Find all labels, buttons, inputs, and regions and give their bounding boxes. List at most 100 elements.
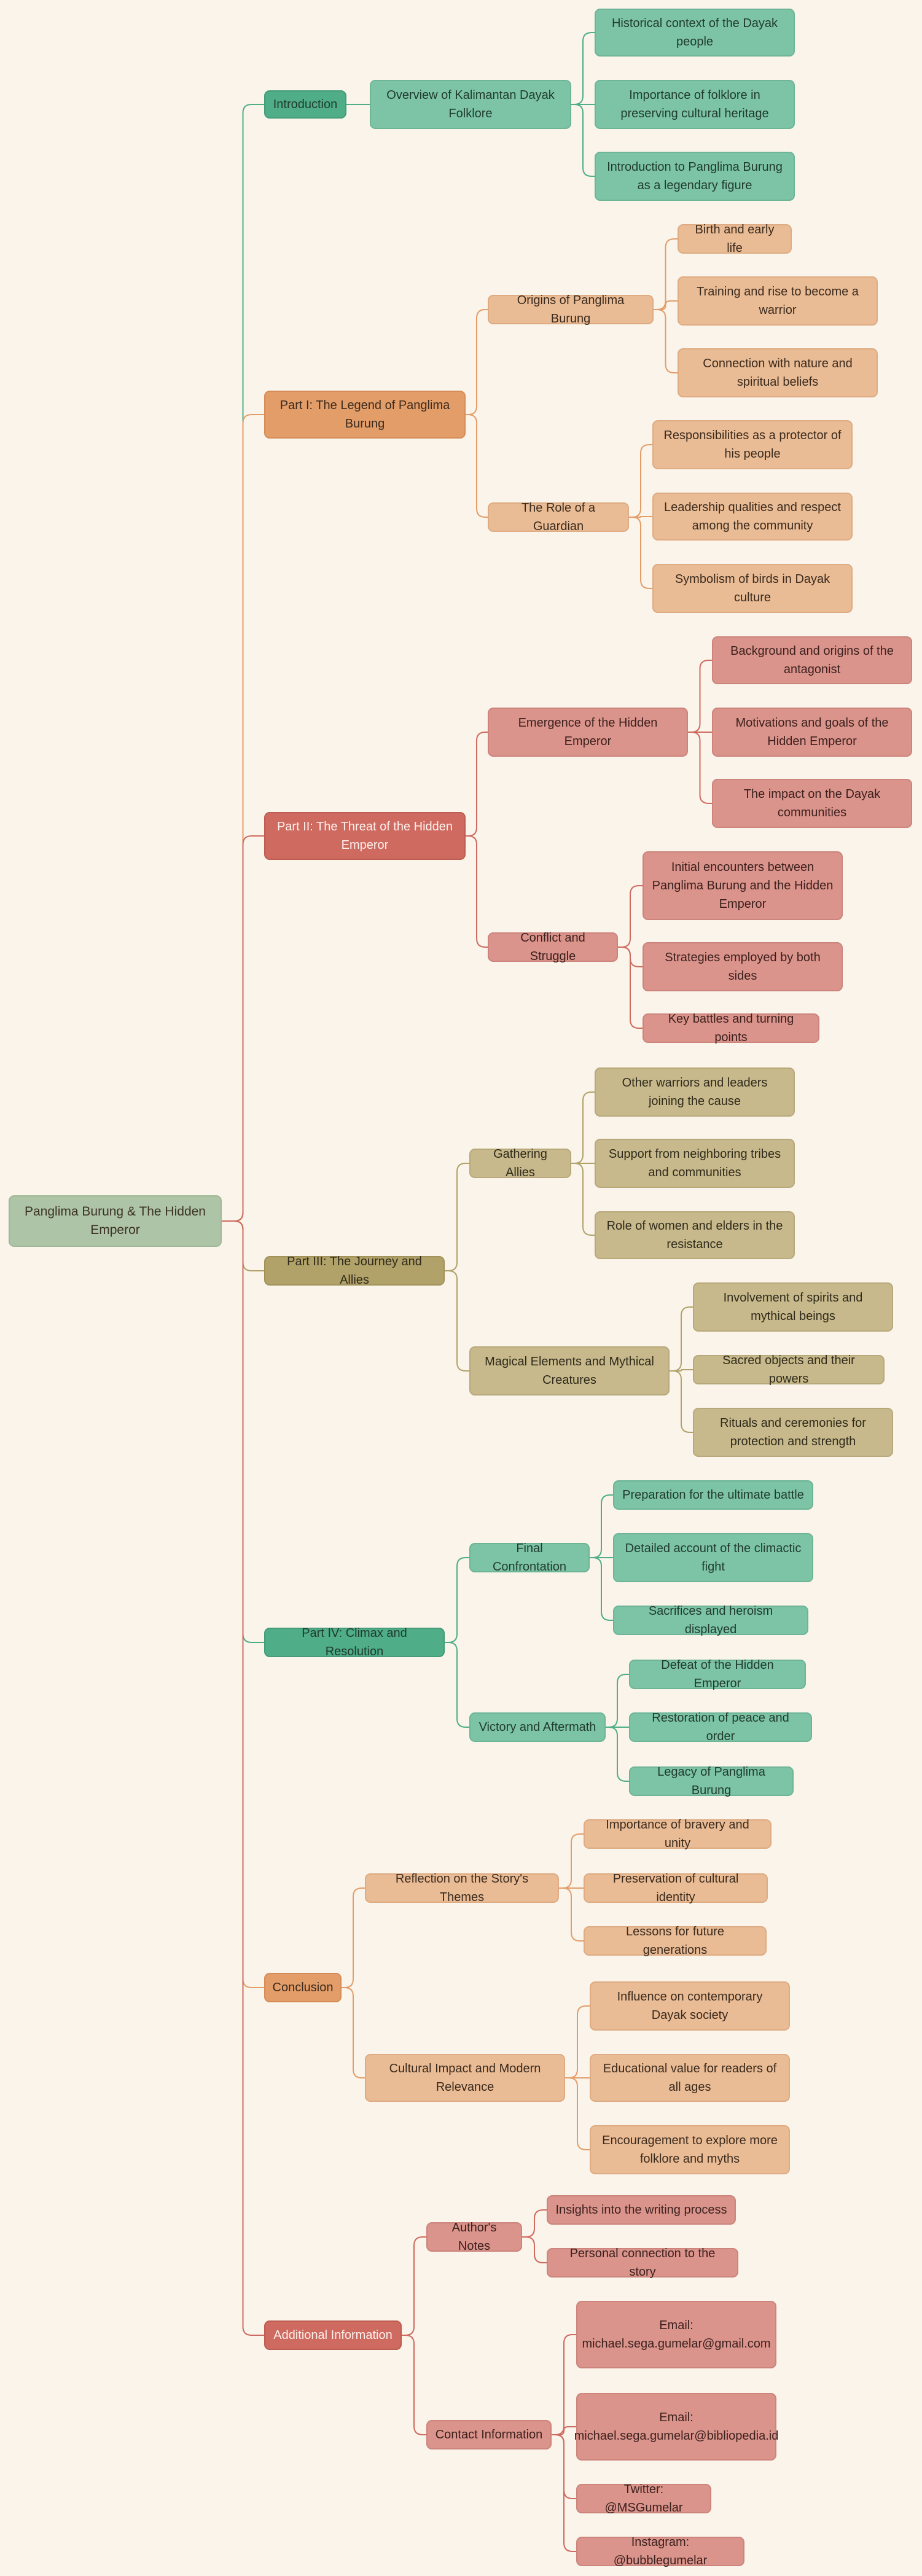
leaf-preparation[interactable]: Preparation for the ultimate battle	[613, 1480, 813, 1510]
topic-introduction[interactable]: Introduction	[264, 90, 346, 119]
subtopic-conflict[interactable]: Conflict and Struggle	[488, 931, 618, 963]
leaf-key-battles[interactable]: Key battles and turning points	[643, 1012, 819, 1044]
leaf-training[interactable]: Training and rise to become a warrior	[678, 276, 878, 326]
connector-leaf-sacrifices	[590, 1557, 613, 1621]
subtopic-victory[interactable]: Victory and Aftermath	[469, 1712, 606, 1742]
leaf-legacy[interactable]: Legacy of Panglima Burung	[629, 1765, 794, 1797]
leaf-explore-folklore[interactable]: Encouragement to explore more folklore a…	[590, 2125, 790, 2174]
connector-leaf-other-warriors	[571, 1091, 595, 1164]
leaf-nature[interactable]: Connection with nature and spiritual bel…	[678, 348, 878, 397]
topic-additional-info[interactable]: Additional Information	[264, 2320, 402, 2350]
contact-email-gmail[interactable]: Email: michael.sega.gumelar@gmail.com	[576, 2301, 776, 2368]
connector-contact-email-gmail	[552, 2334, 576, 2435]
leaf-cultural-identity[interactable]: Preservation of cultural identity	[584, 1872, 768, 1904]
subtopic-gathering[interactable]: Gathering Allies	[469, 1147, 571, 1179]
leaf-defeat[interactable]: Defeat of the Hidden Emperor	[629, 1658, 806, 1690]
connector-subtopic-final-confrontation	[445, 1557, 469, 1643]
connector-leaf-antagonist-origins	[688, 660, 712, 733]
subtopic-emergence[interactable]: Emergence of the Hidden Emperor	[488, 708, 688, 757]
connector-leaf-defeat	[606, 1674, 629, 1728]
connector-leaf-spirits	[670, 1306, 693, 1372]
leaf-leadership[interactable]: Leadership qualities and respect among t…	[652, 493, 853, 541]
connector-leaf-preparation	[590, 1494, 613, 1558]
leaf-symbolism-birds[interactable]: Symbolism of birds in Dayak culture	[652, 564, 853, 613]
subtopic-cultural-impact[interactable]: Cultural Impact and Modern Relevance	[365, 2054, 565, 2102]
connector-leaf-bravery-unity	[559, 1833, 584, 1889]
connector-leaf-training	[654, 300, 678, 310]
leaf-bravery-unity[interactable]: Importance of bravery and unity	[584, 1818, 772, 1850]
connector-leaf-lessons	[559, 1887, 584, 1942]
connector-subtopic-magical	[445, 1270, 469, 1372]
subtopic-guardian[interactable]: The Role of a Guardian	[488, 501, 629, 533]
connector-leaf-historical-context	[571, 32, 595, 105]
connector-leaf-explore-folklore	[565, 2077, 590, 2150]
connector-subtopic-victory	[445, 1642, 469, 1728]
leaf-impact-communities[interactable]: The impact on the Dayak communities	[712, 779, 912, 828]
leaf-rituals[interactable]: Rituals and ceremonies for protection an…	[693, 1408, 893, 1457]
topic-part-4[interactable]: Part IV: Climax and Resolution	[264, 1626, 445, 1658]
connector-leaf-key-battles	[618, 946, 643, 1029]
leaf-intro-panglima[interactable]: Introduction to Panglima Burung as a leg…	[595, 152, 795, 201]
topic-part-1[interactable]: Part I: The Legend of Panglima Burung	[264, 391, 466, 439]
connector-subtopic-guardian	[466, 414, 488, 518]
connector-subtopic-cultural-impact	[342, 1987, 365, 2078]
leaf-neighboring-tribes[interactable]: Support from neighboring tribes and comm…	[595, 1139, 795, 1188]
subtopic-reflection[interactable]: Reflection on the Story's Themes	[365, 1872, 559, 1904]
subtopic-final-confrontation[interactable]: Final Confrontation	[469, 1542, 590, 1574]
connector-contact-email-bibliopedia	[552, 2426, 576, 2435]
connector-leaf-writing-process	[522, 2209, 547, 2238]
subtopic-authors-notes[interactable]: Author's Notes	[426, 2221, 522, 2253]
connector-subtopic-emergence	[466, 732, 488, 837]
subtopic-origins[interactable]: Origins of Panglima Burung	[488, 294, 654, 326]
leaf-educational[interactable]: Educational value for readers of all age…	[590, 2054, 790, 2102]
leaf-importance-folklore[interactable]: Importance of folklore in preserving cul…	[595, 80, 795, 129]
topic-part-3[interactable]: Part III: The Journey and Allies	[264, 1255, 445, 1287]
leaf-lessons[interactable]: Lessons for future generations	[584, 1925, 767, 1957]
leaf-women-elders[interactable]: Role of women and elders in the resistan…	[595, 1211, 795, 1259]
topic-conclusion[interactable]: Conclusion	[264, 1973, 342, 2002]
connector-leaf-nature	[654, 309, 678, 373]
connector-leaf-intro-panglima	[571, 104, 595, 177]
leaf-writing-process[interactable]: Insights into the writing process	[547, 2195, 736, 2225]
topic-part-2[interactable]: Part II: The Threat of the Hidden Empero…	[264, 812, 466, 860]
connector-leaf-legacy	[606, 1727, 629, 1782]
leaf-other-warriors[interactable]: Other warriors and leaders joining the c…	[595, 1067, 795, 1117]
leaf-historical-context[interactable]: Historical context of the Dayak people	[595, 9, 795, 57]
connector-leaf-responsibilities	[629, 444, 652, 518]
connector-subtopic-gathering	[445, 1163, 469, 1271]
leaf-spirits[interactable]: Involvement of spirits and mythical bein…	[693, 1282, 893, 1332]
contact-twitter[interactable]: Twitter: @MSGumelar	[576, 2483, 711, 2515]
connector-contact-instagram	[552, 2434, 576, 2552]
leaf-antagonist-origins[interactable]: Background and origins of the antagonist	[712, 636, 912, 684]
contact-instagram[interactable]: Instagram: @bubblegumelar	[576, 2535, 744, 2567]
leaf-contemporary[interactable]: Influence on contemporary Dayak society	[590, 1981, 790, 2031]
connector-subtopic-conflict	[466, 835, 488, 948]
leaf-initial-encounters[interactable]: Initial encounters between Panglima Buru…	[643, 851, 843, 920]
connector-leaf-women-elders	[571, 1163, 595, 1236]
connector-leaf-contemporary	[565, 2005, 590, 2078]
leaf-restoration[interactable]: Restoration of peace and order	[629, 1711, 812, 1743]
leaf-strategies[interactable]: Strategies employed by both sides	[643, 942, 843, 991]
root-node[interactable]: Panglima Burung & The Hidden Emperor	[9, 1195, 222, 1247]
leaf-sacrifices[interactable]: Sacrifices and heroism displayed	[613, 1604, 808, 1636]
subtopic-magical[interactable]: Magical Elements and Mythical Creatures	[469, 1346, 670, 1395]
leaf-responsibilities[interactable]: Responsibilities as a protector of his p…	[652, 420, 853, 469]
leaf-motivations[interactable]: Motivations and goals of the Hidden Empe…	[712, 708, 912, 757]
connector-root-topic-additional-info	[222, 1220, 264, 2336]
contact-email-bibliopedia[interactable]: Email: michael.sega.gumelar@bibliopedia.…	[574, 2393, 778, 2461]
leaf-birth[interactable]: Birth and early life	[678, 223, 792, 255]
leaf-personal-connection[interactable]: Personal connection to the story	[547, 2247, 738, 2279]
leaf-climactic-fight[interactable]: Detailed account of the climactic fight	[613, 1533, 813, 1582]
connector-root-topic-part-2	[222, 835, 264, 1222]
subtopic-contact[interactable]: Contact Information	[426, 2420, 552, 2449]
leaf-sacred-objects[interactable]: Sacred objects and their powers	[693, 1354, 885, 1386]
connector-leaf-birth	[654, 238, 678, 310]
connector-leaf-rituals	[670, 1370, 693, 1433]
subtopic-overview-folklore[interactable]: Overview of Kalimantan Dayak Folklore	[370, 80, 571, 129]
connector-leaf-sacred-objects	[670, 1369, 693, 1372]
connector-subtopic-origins	[466, 309, 488, 415]
connector-leaf-initial-encounters	[618, 885, 643, 948]
connector-leaf-symbolism-birds	[629, 517, 652, 589]
connector-leaf-personal-connection	[522, 2236, 547, 2263]
connector-subtopic-reflection	[342, 1887, 365, 1988]
